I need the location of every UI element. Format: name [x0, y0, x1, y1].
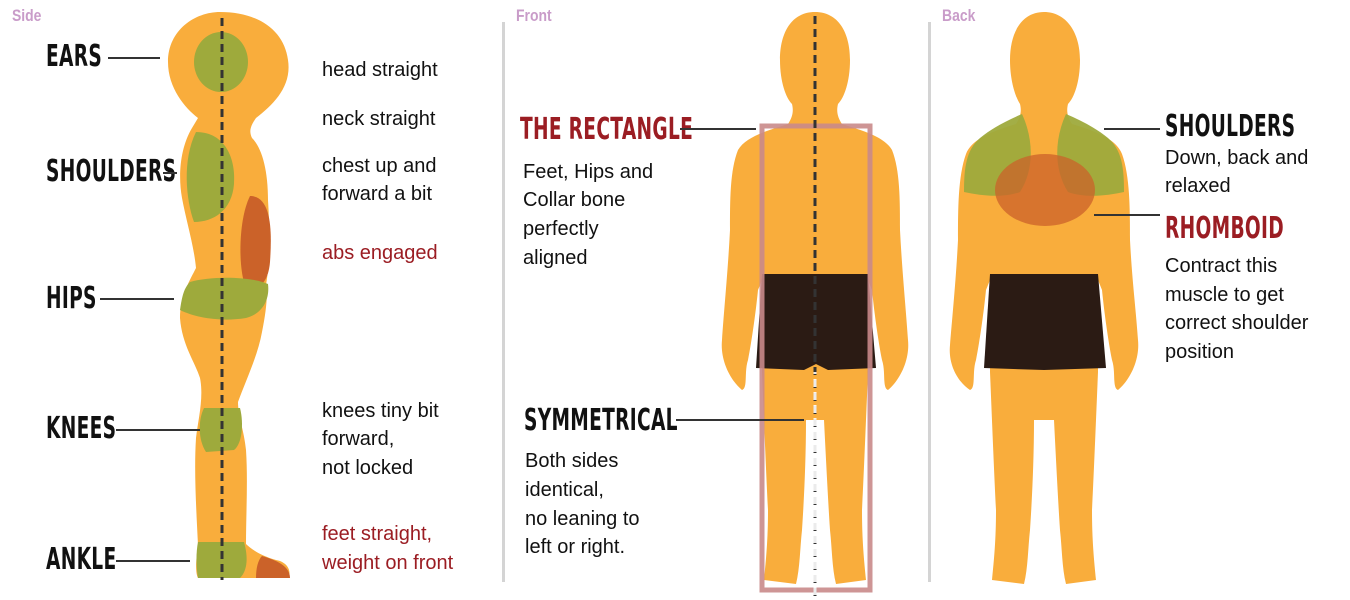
symmetrical-leader-line [676, 419, 804, 421]
symmetrical-desc-line1: Both sides [525, 450, 619, 472]
note-head: head straight [322, 59, 438, 81]
note-knees-line2: forward, [322, 428, 395, 450]
symmetrical-desc-line3: no leaning to [525, 508, 640, 530]
ears-leader-line [108, 57, 160, 59]
back-section-label: Back [942, 6, 976, 25]
front-section-label: Front [516, 6, 552, 25]
side-abs-highlight [240, 196, 271, 289]
back-figure [949, 12, 1139, 584]
side-knee-highlight [199, 408, 242, 452]
note-feet-line2: weight on front [322, 552, 454, 574]
side-toe-highlight [256, 556, 290, 578]
side-figure [168, 12, 290, 580]
rectangle-desc-line3: perfectly [523, 218, 599, 240]
rectangle-leader-line [680, 128, 756, 130]
note-neck: neck straight [322, 108, 436, 130]
hips-leader-line [100, 298, 174, 300]
rhomboid-desc-line1: Contract this [1165, 255, 1278, 277]
rhomboid-leader-line [1094, 214, 1160, 216]
divider-left [502, 22, 505, 582]
knees-label: KNEES [46, 411, 117, 446]
rectangle-desc-line4: aligned [523, 247, 588, 269]
side-hip-highlight [180, 277, 269, 320]
rhomboid-desc-line3: correct shoulder [1165, 312, 1309, 334]
rectangle-desc-line1: Feet, Hips and [523, 161, 654, 183]
back-rhomboid-highlight [995, 154, 1095, 226]
symmetrical-desc-line2: identical, [525, 479, 604, 501]
front-figure [721, 12, 909, 596]
back-shorts [984, 274, 1106, 370]
rhomboid-title: RHOMBOID [1165, 211, 1285, 246]
note-feet-line1: feet straight, [322, 523, 433, 545]
symmetrical-desc-line4: left or right. [525, 536, 626, 558]
note-chest-line2: forward a bit [322, 183, 433, 205]
shoulders-back-desc-line2: relaxed [1165, 175, 1231, 197]
rhomboid-desc-line4: position [1165, 341, 1234, 363]
shoulders-back-title: SHOULDERS [1165, 109, 1296, 144]
ears-label: EARS [46, 39, 103, 74]
shoulders-side-leader-line [163, 172, 177, 174]
note-abs: abs engaged [322, 242, 438, 264]
symmetrical-title: SYMMETRICAL [524, 403, 678, 438]
shoulders-back-leader-line [1104, 128, 1160, 130]
side-section-label: Side [12, 6, 42, 25]
note-knees-line1: knees tiny bit [322, 400, 439, 422]
knees-leader-line [116, 429, 200, 431]
rectangle-title: THE RECTANGLE [520, 112, 694, 147]
shoulders-back-desc-line1: Down, back and [1165, 147, 1309, 169]
note-chest-line1: chest up and [322, 155, 437, 177]
rectangle-desc-line2: Collar bone [523, 189, 626, 211]
ankle-leader-line [116, 560, 190, 562]
note-knees-line3: not locked [322, 457, 414, 479]
rhomboid-desc-line2: muscle to get [1165, 284, 1284, 306]
hips-label: HIPS [46, 281, 97, 316]
divider-right [928, 22, 931, 582]
shoulders-side-label: SHOULDERS [46, 154, 177, 189]
ankle-label: ANKLE [46, 542, 117, 577]
side-ankle-highlight [196, 542, 247, 578]
